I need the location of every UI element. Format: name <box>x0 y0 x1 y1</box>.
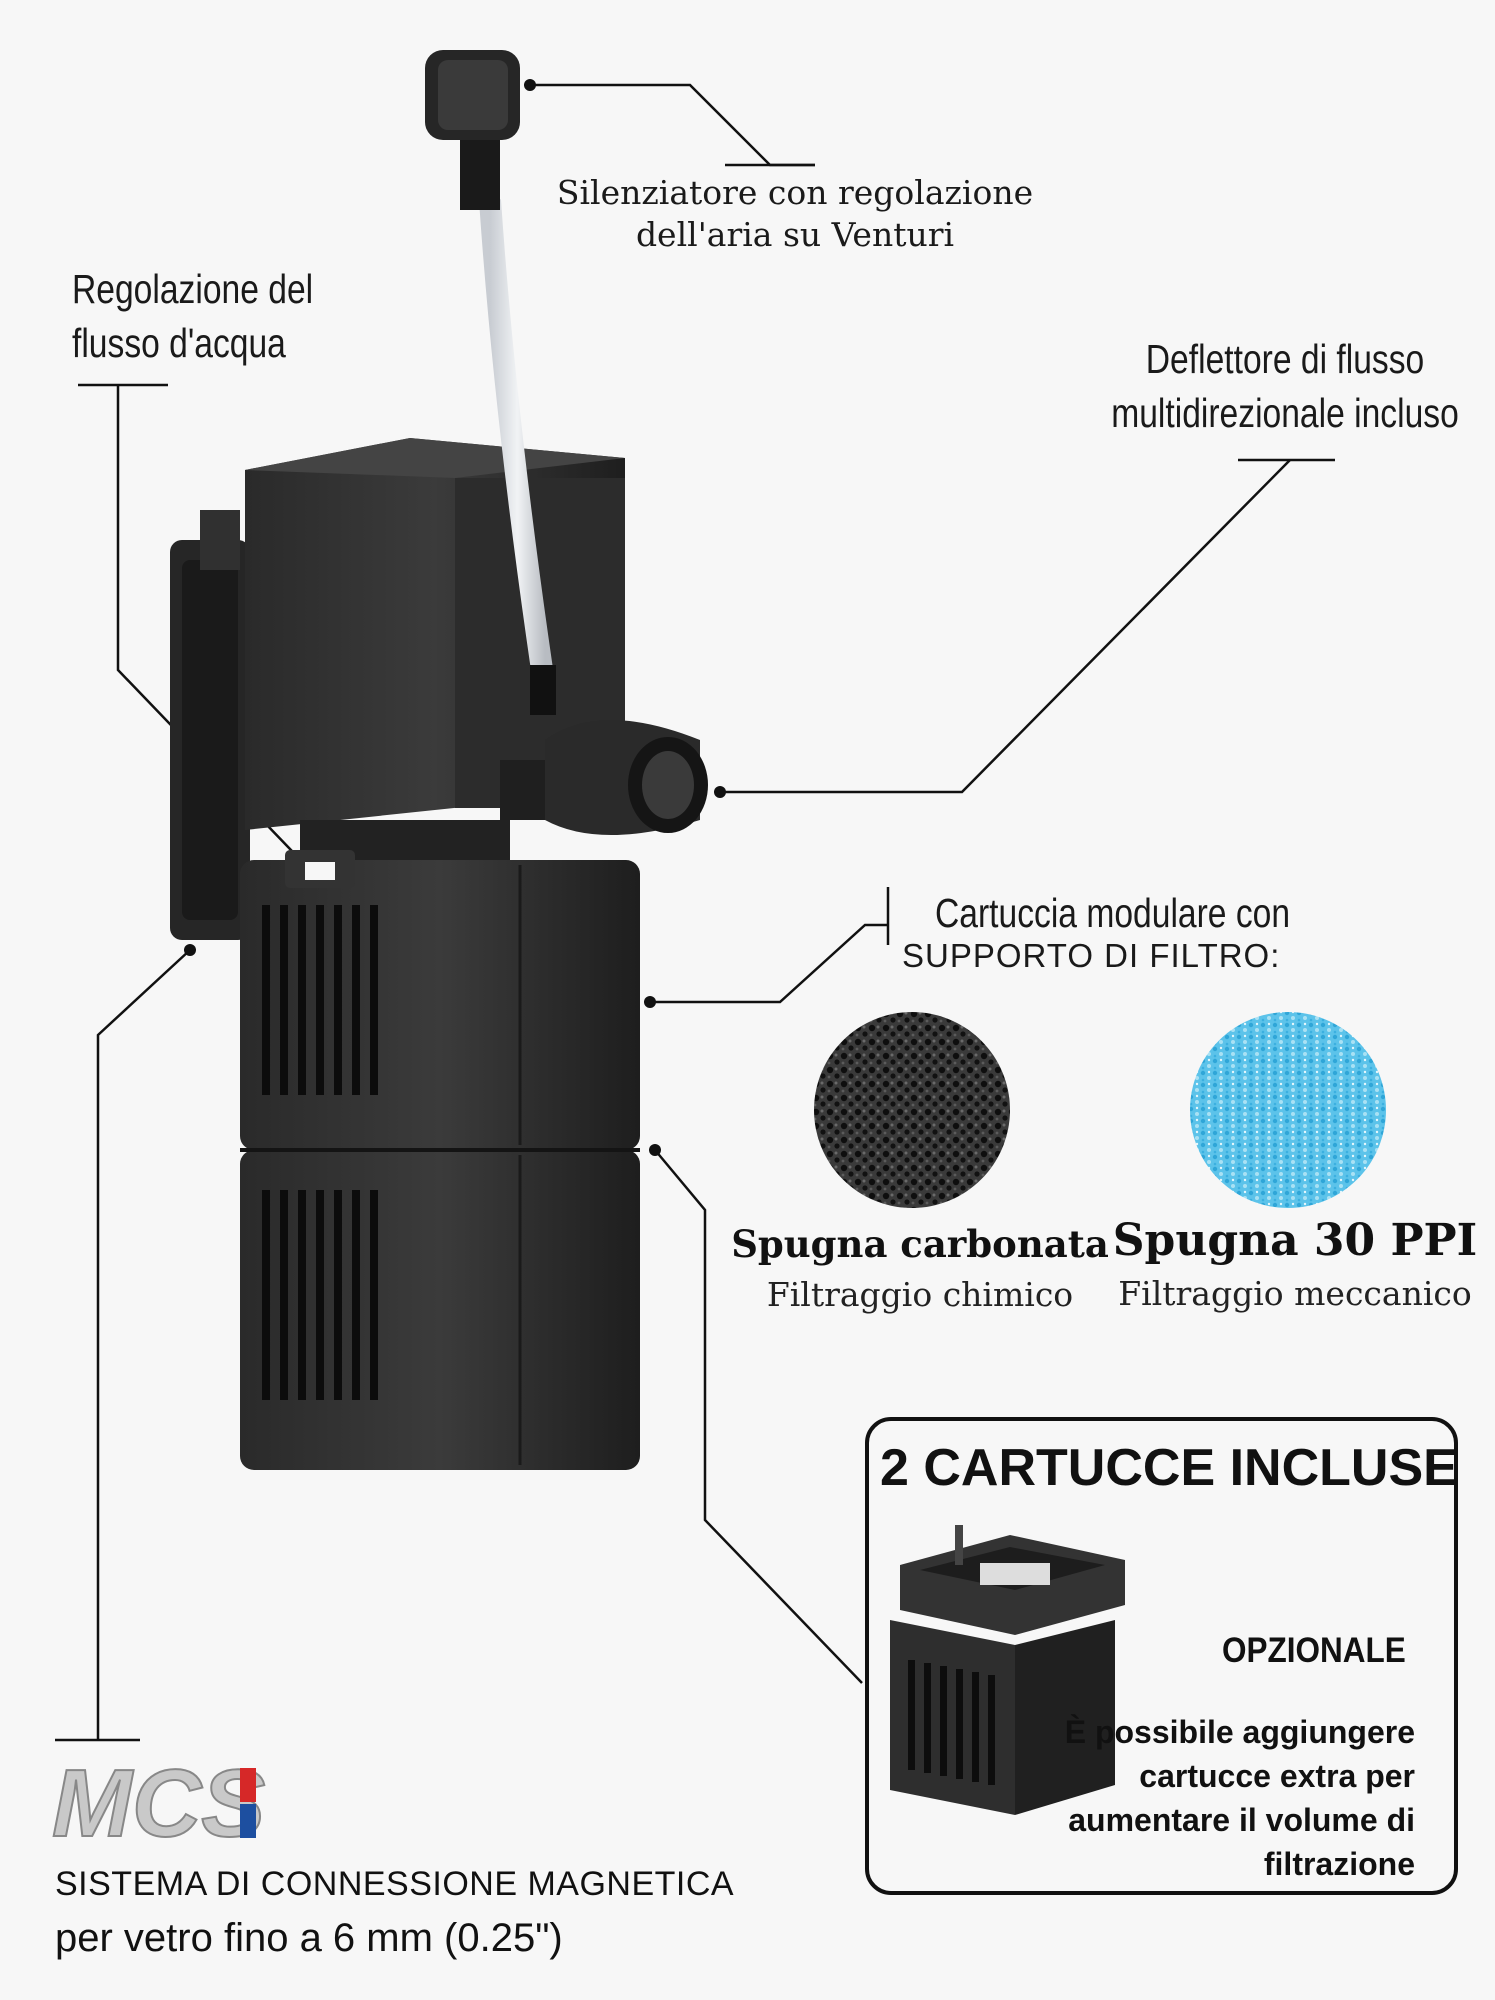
callout-cartridge-line1: Cartuccia modulare con <box>935 890 1291 936</box>
leader-deflector <box>720 459 1291 794</box>
magnetic-system-label: SISTEMA DI CONNESSIONE MAGNETICA <box>55 1865 735 1903</box>
callout-flow-regulation-line2: flusso d'acqua <box>72 320 286 366</box>
leader-magnetic <box>96 949 191 1740</box>
callout-deflector: Deflettore di flusso multidirezionale in… <box>1076 332 1494 440</box>
logo-lettering: MCS <box>52 1760 265 1845</box>
callout-cartridge-line2: SUPPORTO DI FILTRO: <box>902 937 1281 974</box>
optional-label: OPZIONALE <box>1222 1631 1406 1670</box>
callout-flow-regulation-line1: Regolazione del <box>72 266 314 312</box>
logo-red-accent <box>240 1768 256 1802</box>
leader-extra-cartridge <box>654 1149 863 1684</box>
lower-cartridge-slots <box>262 1190 378 1400</box>
callout-silencer-line1: Silenziatore con regolazione <box>556 173 1034 212</box>
media-carbon-subtitle: Filtraggio chimico <box>766 1275 1074 1314</box>
leader-cartridge <box>650 923 888 1004</box>
glass-thickness-note: per vetro fino a 6 mm (0.25") <box>55 1916 563 1960</box>
callout-silencer-line2: dell'aria su Venturi <box>635 215 955 254</box>
internal-filter-illustration <box>170 50 708 1470</box>
mcs-logo: MCS <box>52 1760 266 1845</box>
media-ppi: Spugna 30 PPI Filtraggio meccanico <box>1100 1212 1490 1318</box>
media-carbon: Spugna carbonata Filtraggio chimico <box>725 1218 1115 1320</box>
logo-blue-accent <box>240 1804 256 1838</box>
box-description-line4: filtrazione <box>1263 1846 1415 1882</box>
ppi-sponge-image <box>1190 1012 1386 1208</box>
box-description: È possibile aggiungere cartucce extra pe… <box>1020 1710 1415 1886</box>
upper-cartridge-slots <box>262 905 378 1095</box>
box-description-line2: cartucce extra per <box>1139 1758 1415 1794</box>
callout-flow-regulation: Regolazione del flusso d'acqua <box>72 262 313 370</box>
extra-cartridge-image <box>890 1525 1125 1815</box>
callout-silencer: Silenziatore con regolazione dell'aria s… <box>545 172 1045 256</box>
carbon-sponge-image <box>814 1012 1010 1208</box>
callout-deflector-line2: multidirezionale incluso <box>1111 390 1459 436</box>
media-ppi-title: Spugna 30 PPI <box>1112 1215 1478 1266</box>
box-description-line3: aumentare il volume di <box>1068 1802 1415 1838</box>
box-title: 2 CARTUCCE INCLUSE <box>880 1439 1458 1497</box>
media-carbon-title: Spugna carbonata <box>731 1222 1109 1266</box>
box-description-line1: È possibile aggiungere <box>1064 1714 1415 1750</box>
callout-deflector-line1: Deflettore di flusso <box>1145 336 1425 382</box>
callout-cartridge: Cartuccia modulare con <box>935 888 1325 938</box>
media-ppi-subtitle: Filtraggio meccanico <box>1118 1274 1472 1313</box>
air-tube <box>479 199 556 692</box>
